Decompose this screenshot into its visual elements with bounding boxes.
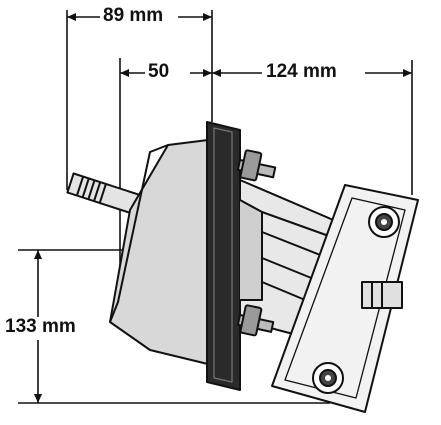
upper-port bbox=[368, 206, 400, 238]
valve-housing bbox=[271, 184, 419, 413]
upper-bolt bbox=[236, 149, 277, 182]
dimension-label-length: 124 mm bbox=[263, 62, 340, 82]
pump-assembly bbox=[66, 121, 419, 413]
arrow-133-bottom bbox=[34, 394, 42, 403]
lower-port bbox=[312, 362, 344, 394]
dimension-label-height: 133 mm bbox=[2, 317, 79, 337]
cylinder-collar bbox=[239, 199, 263, 301]
front-housing bbox=[109, 139, 213, 366]
arrow-133-top bbox=[34, 250, 42, 259]
housing-edge bbox=[109, 144, 169, 323]
arrow-124-left bbox=[212, 69, 221, 77]
arrow-50-left bbox=[120, 69, 129, 77]
flange-highlight bbox=[213, 127, 233, 383]
arrowheads bbox=[34, 13, 412, 403]
dimension-label-top-width: 89 mm bbox=[100, 6, 167, 26]
arrow-124-right bbox=[403, 69, 412, 77]
valve-housing-inner bbox=[284, 197, 406, 399]
arrow-89-left bbox=[67, 13, 76, 21]
mounting-flange bbox=[206, 121, 241, 391]
dimension-label-offset: 50 bbox=[145, 62, 173, 82]
arrow-89-right bbox=[203, 13, 212, 21]
lower-bolt bbox=[236, 304, 275, 337]
arrow-50-right bbox=[203, 69, 212, 77]
